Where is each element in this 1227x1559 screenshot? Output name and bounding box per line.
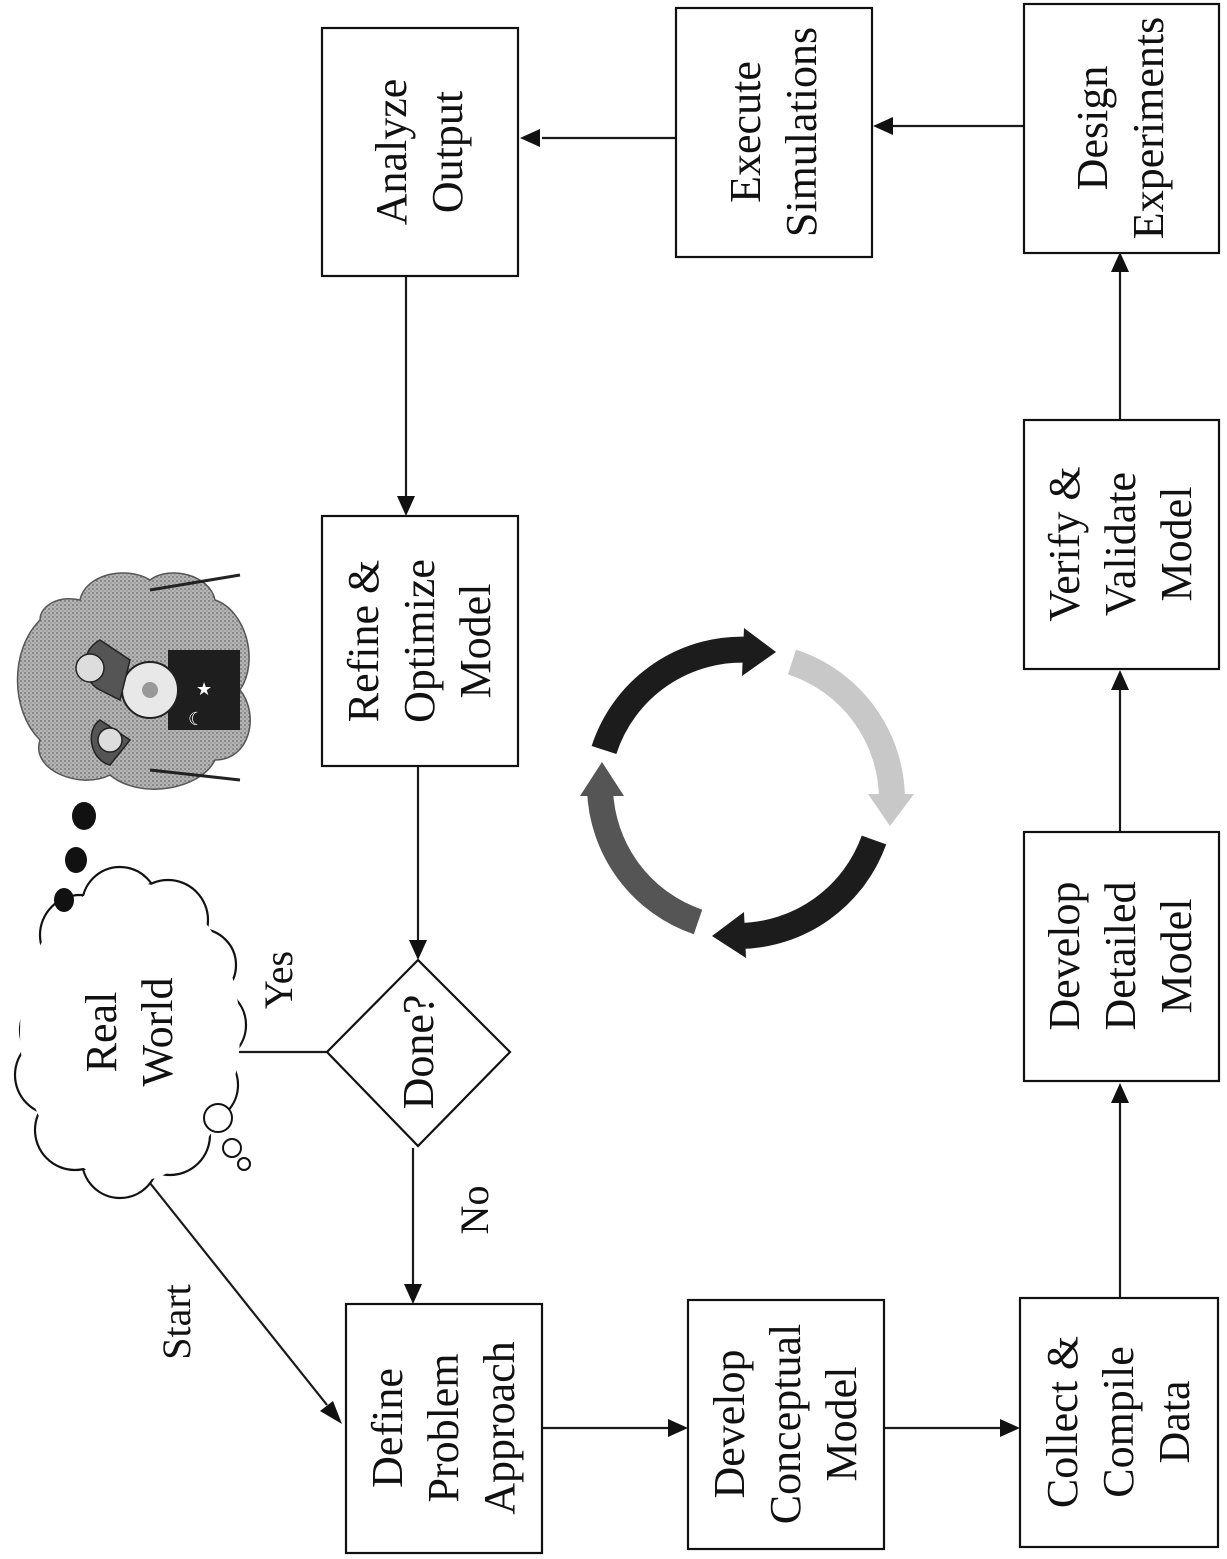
star-icon: ★ bbox=[196, 679, 212, 700]
node-develop-conceptual-model: Develop Conceptual Model bbox=[686, 1298, 886, 1551]
arrowhead bbox=[1111, 670, 1129, 690]
node-label: Data bbox=[1150, 1380, 1199, 1463]
node-label: Model bbox=[817, 1367, 866, 1482]
node-label: Detailed bbox=[1096, 881, 1145, 1030]
cloud-fill bbox=[20, 882, 240, 1182]
node-label: Define bbox=[363, 1368, 412, 1488]
node-label: World bbox=[133, 978, 182, 1087]
node-label: Problem bbox=[419, 1353, 468, 1502]
node-label: Design bbox=[1068, 66, 1117, 191]
node-verify-validate-model: Verify & Validate Model bbox=[1022, 418, 1221, 671]
node-label: Done? bbox=[394, 995, 443, 1110]
node-label: Validate bbox=[1096, 472, 1145, 616]
fortune-teller-illustration: ★ ☾ bbox=[16, 572, 251, 790]
arrowhead bbox=[1111, 252, 1129, 272]
node-label: Model bbox=[1152, 487, 1201, 602]
circular-arrows-icon bbox=[580, 628, 914, 958]
moon-icon: ☾ bbox=[188, 709, 204, 730]
node-real-world-cloud: Real World bbox=[13, 865, 251, 1200]
node-define-problem-approach: Define Problem Approach bbox=[344, 1302, 544, 1555]
node-label: Model bbox=[1152, 899, 1201, 1014]
arrowhead bbox=[1111, 1083, 1129, 1103]
table-cloth bbox=[168, 650, 240, 730]
node-label: Approach bbox=[475, 1341, 524, 1515]
node-label: Develop bbox=[1040, 881, 1089, 1030]
node-analyze-output: Analyze Output bbox=[320, 26, 520, 278]
bubble-dot bbox=[222, 1138, 242, 1158]
node-design-experiments: Design Experiments bbox=[1022, 2, 1221, 255]
node-label: Model bbox=[451, 584, 500, 699]
node-label: Verify & bbox=[1040, 466, 1089, 621]
node-label: Optimize bbox=[395, 559, 444, 723]
thought-dots bbox=[54, 802, 96, 912]
arrowhead bbox=[409, 940, 427, 960]
node-done-decision: Done? bbox=[325, 958, 512, 1148]
edge-realworld-define bbox=[141, 1172, 328, 1406]
edge-label-start: Start bbox=[154, 1284, 199, 1360]
node-label: Simulations bbox=[777, 27, 826, 237]
arrowhead bbox=[320, 1401, 342, 1424]
arrowhead bbox=[404, 1284, 422, 1304]
edge-label-no: No bbox=[452, 1186, 497, 1235]
node-label: Experiments bbox=[1124, 17, 1173, 239]
arrowhead bbox=[520, 129, 540, 147]
arrowhead bbox=[397, 496, 415, 516]
connectors bbox=[141, 117, 1129, 1437]
bubble-dot bbox=[237, 1157, 251, 1171]
node-label: Analyze bbox=[367, 79, 416, 226]
node-label: Execute bbox=[721, 61, 770, 203]
edge-label-yes: Yes bbox=[256, 951, 301, 1009]
node-collect-compile-data: Collect & Compile Data bbox=[1018, 1296, 1220, 1549]
node-develop-detailed-model: Develop Detailed Model bbox=[1022, 830, 1221, 1083]
node-label: Compile bbox=[1094, 1346, 1143, 1498]
arrowhead bbox=[873, 117, 893, 135]
node-execute-simulations: Execute Simulations bbox=[674, 6, 874, 259]
node-label: Develop bbox=[705, 1349, 754, 1498]
node-label: Real bbox=[77, 992, 126, 1073]
node-label: Output bbox=[423, 91, 472, 213]
node-refine-optimize-model: Refine & Optimize Model bbox=[320, 514, 520, 768]
bubble-dot bbox=[203, 1103, 233, 1133]
arrowhead bbox=[668, 1419, 688, 1437]
arrowhead bbox=[1000, 1419, 1020, 1437]
node-label: Refine & bbox=[339, 560, 388, 723]
node-label: Collect & bbox=[1038, 1336, 1087, 1508]
node-label: Conceptual bbox=[761, 1324, 810, 1524]
